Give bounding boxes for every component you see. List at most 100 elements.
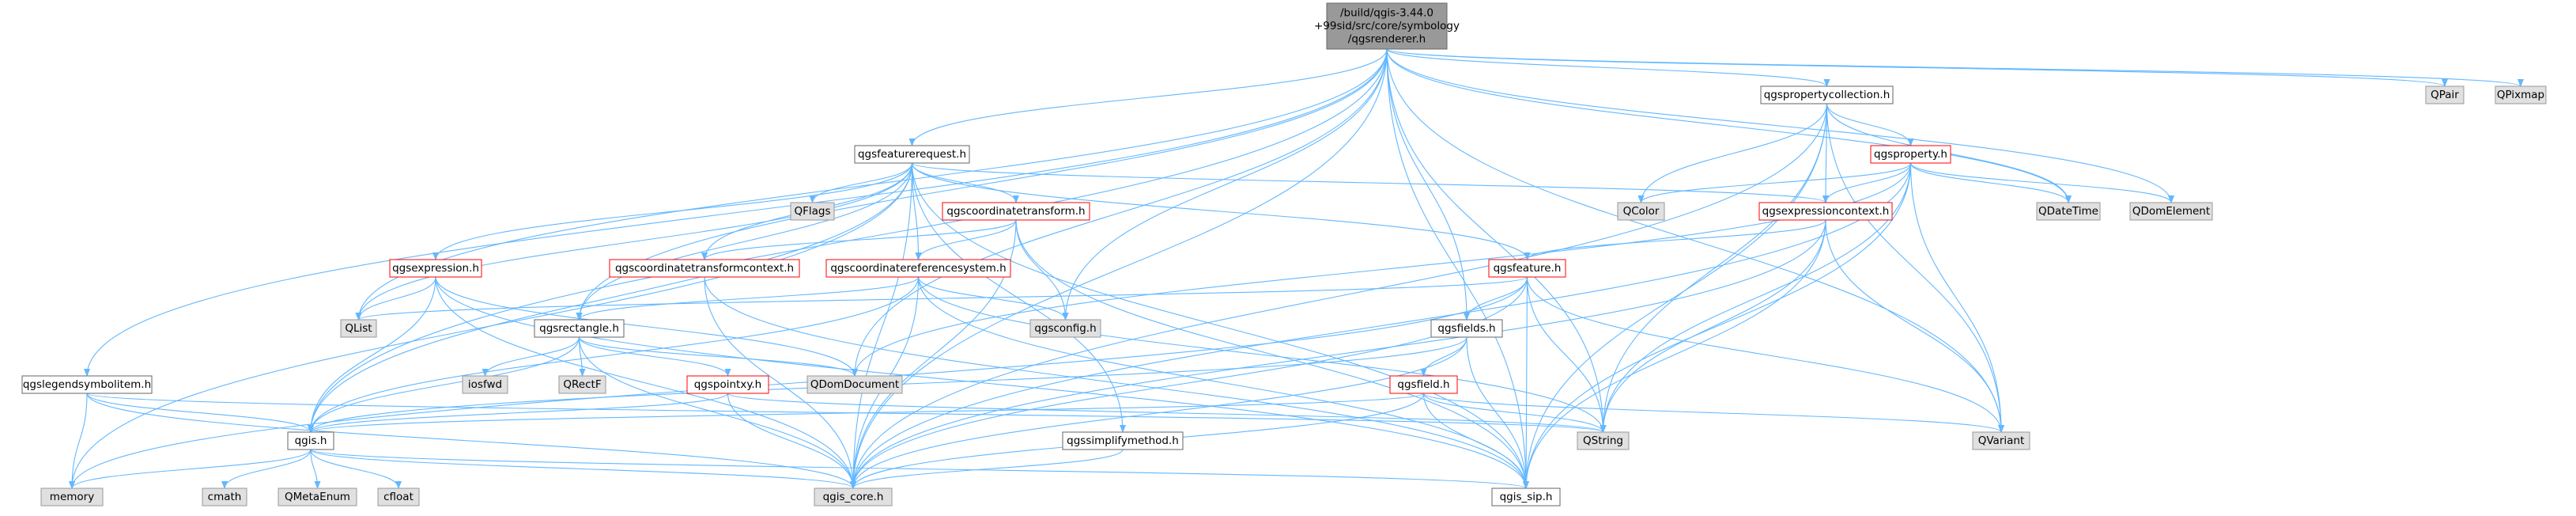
node-qgsexpression[interactable]: qgsexpression.h <box>389 259 482 278</box>
edge-qgsproperty-to-qstring <box>1600 162 1912 433</box>
node-box-iosfwd <box>462 375 508 394</box>
node-label-qdatetime: QDateTime <box>2038 205 2098 218</box>
edge-qgspropertycollection-to-qstring <box>1600 103 1828 433</box>
edge-qgis-to-qmetaenum <box>310 449 321 489</box>
node-cmath[interactable]: cmath <box>202 488 247 507</box>
node-box-qflags <box>790 202 835 221</box>
node-box-qgsfeature <box>1488 259 1566 278</box>
edge-qgscoordinatereferencesystem-to-qgis <box>308 276 920 433</box>
node-box-qvariant <box>1972 431 2030 450</box>
node-qgis[interactable]: qgis.h <box>287 431 334 450</box>
node-qgsfield[interactable]: qgsfield.h <box>1389 375 1458 394</box>
node-iosfwd[interactable]: iosfwd <box>462 375 508 394</box>
node-qgslegendsymbolitem[interactable]: qgslegendsymbolitem.h <box>21 375 153 394</box>
node-qrectf[interactable]: QRectF <box>558 375 606 394</box>
edge-qgsexpressioncontext-to-qgis_sip <box>1523 219 1826 489</box>
node-qgscoordinatereferencesystem[interactable]: qgscoordinatereferencesystem.h <box>825 259 1011 278</box>
node-qgis_sip[interactable]: qgis_sip.h <box>1491 488 1561 507</box>
edge-qgsrenderer-to-qpair <box>1386 48 2448 87</box>
edge-qgspropertycollection-to-qgsexpressioncontext <box>1822 103 1830 203</box>
node-box-qgis_core <box>814 488 893 507</box>
edge-qgsfeaturerequest-to-qgsfeature <box>911 162 1531 260</box>
node-qgsconfig[interactable]: qgsconfig.h <box>1029 319 1101 338</box>
node-qcolor[interactable]: QColor <box>1617 202 1665 221</box>
edge-qgsproperty-to-qdomelement <box>1909 162 2174 203</box>
edge-qgsexpression-to-qdomdocument <box>435 276 858 377</box>
edge-qgsfield-to-qgis_sip <box>1422 393 1529 489</box>
node-box-qlist <box>340 319 377 338</box>
node-qlist[interactable]: QList <box>340 319 377 338</box>
node-qdomelement[interactable]: QDomElement <box>2129 202 2213 221</box>
edge-qgspropertycollection-to-qvariant <box>1826 103 2004 433</box>
node-qstring[interactable]: QString <box>1577 431 1630 450</box>
node-box-qgscoordinatetransformcontext <box>609 259 800 278</box>
edge-qgsproperty-to-qgis_sip <box>1523 162 1912 489</box>
edge-qgsfeature-to-qlist <box>355 276 1528 321</box>
edge-qgscoordinatetransform-to-qgscoordinatetransformcontext <box>701 219 1017 260</box>
node-qgssimplifymethod[interactable]: qgssimplifymethod.h <box>1062 431 1184 450</box>
node-qgsexpressioncontext[interactable]: qgsexpressioncontext.h <box>1758 202 1893 221</box>
node-label-cfloat: cfloat <box>383 491 414 503</box>
edge-qgscoordinatetransform-to-qgsconfig <box>1015 219 1069 321</box>
node-label-qgsproperty: qgsproperty.h <box>1874 148 1947 161</box>
node-memory[interactable]: memory <box>40 488 104 507</box>
edge-qgsrenderer-to-qgis_core <box>850 48 1388 489</box>
node-box-memory <box>40 488 104 507</box>
node-qgsfields[interactable]: qgsfields.h <box>1430 319 1503 338</box>
node-qdatetime[interactable]: QDateTime <box>2036 202 2101 221</box>
node-box-qgsproperty <box>1870 145 1951 164</box>
edge-qgsfeature-to-qgis_sip <box>1523 276 1530 489</box>
edge-qgsrenderer-to-qstring <box>1386 48 1607 433</box>
node-label-qdomelement: QDomElement <box>2132 205 2210 218</box>
node-qgsrectangle[interactable]: qgsrectangle.h <box>534 319 625 338</box>
node-box-cmath <box>202 488 247 507</box>
edge-qgsrenderer-to-qgsconfig <box>1062 48 1388 321</box>
edge-qgspropertycollection-to-qgsproperty <box>1826 103 1914 146</box>
node-label-qcolor: QColor <box>1623 205 1660 218</box>
node-label-qgsfields: qgsfields.h <box>1437 322 1495 335</box>
node-label-qgscoordinatetransform: qgscoordinatetransform.h <box>946 205 1085 218</box>
node-box-qgsfeaturerequest <box>854 145 970 164</box>
node-qpair[interactable]: QPair <box>2425 85 2465 104</box>
node-label-qflags: QFlags <box>794 205 830 218</box>
node-qvariant[interactable]: QVariant <box>1972 431 2030 450</box>
node-qgscoordinatetransform[interactable]: qgscoordinatetransform.h <box>942 202 1090 221</box>
node-qmetaenum[interactable]: QMetaEnum <box>278 488 357 507</box>
node-cfloat[interactable]: cfloat <box>377 488 420 507</box>
edge-qgis-to-qgis_core <box>310 449 856 489</box>
edge-qgsproperty-to-qdomdocument <box>852 162 1912 377</box>
edge-qgsrenderer-to-qgsrectangle <box>576 48 1388 321</box>
node-label-qgscoordinatetransformcontext: qgscoordinatetransformcontext.h <box>615 262 794 275</box>
node-qdomdocument[interactable]: QDomDocument <box>806 375 903 394</box>
edge-qgsfeaturerequest-to-qgsexpressioncontext <box>911 162 1829 203</box>
node-box-qgsrectangle <box>534 319 625 338</box>
node-label-qgslegendsymbolitem: qgslegendsymbolitem.h <box>23 378 151 391</box>
edge-qgsrenderer-to-qgis_sip <box>1386 48 1529 489</box>
edge-qgsrectangle-to-iosfwd <box>482 336 580 377</box>
node-box-qpair <box>2425 85 2465 104</box>
edge-qgsproperty-to-qdatetime <box>1909 162 2072 203</box>
edge-qgsrenderer-to-qgspropertycollection <box>1386 48 1830 87</box>
node-label-qgsfeature: qgsfeature.h <box>1494 262 1562 275</box>
node-label-qgsrenderer-line-1: /build/qgis-3.44.0 <box>1340 7 1433 20</box>
node-qgis_core[interactable]: qgis_core.h <box>814 488 893 507</box>
node-label-qgsconfig: qgsconfig.h <box>1034 322 1096 335</box>
node-qgsrenderer[interactable]: /build/qgis-3.44.0+99sid/src/core/symbol… <box>1314 2 1460 50</box>
node-box-qgsfields <box>1430 319 1503 338</box>
node-label-qgsrenderer-line-3: /qgsrenderer.h <box>1348 33 1426 46</box>
node-qgsproperty[interactable]: qgsproperty.h <box>1870 145 1951 164</box>
edge-qgscoordinatetransformcontext-to-qgis_sip <box>704 276 1529 489</box>
node-box-qrectf <box>558 375 606 394</box>
edge-qgsrenderer-to-qgsfeaturerequest <box>908 48 1388 146</box>
node-qgsfeaturerequest[interactable]: qgsfeaturerequest.h <box>854 145 970 164</box>
node-qgspointxy[interactable]: qgspointxy.h <box>686 375 769 394</box>
node-qpixmap[interactable]: QPixmap <box>2495 85 2547 104</box>
node-qgscoordinatetransformcontext[interactable]: qgscoordinatetransformcontext.h <box>609 259 800 278</box>
node-label-qgsrectangle: qgsrectangle.h <box>539 322 619 335</box>
node-qgsfeature[interactable]: qgsfeature.h <box>1488 259 1566 278</box>
edge-qgsfeature-to-qstring <box>1526 276 1607 433</box>
node-qflags[interactable]: QFlags <box>790 202 835 221</box>
edge-qgspropertycollection-to-qgis_sip <box>1523 103 1828 489</box>
edge-qgsrenderer-to-qvariant <box>1386 48 2004 433</box>
node-qgspropertycollection[interactable]: qgspropertycollection.h <box>1760 85 1894 104</box>
